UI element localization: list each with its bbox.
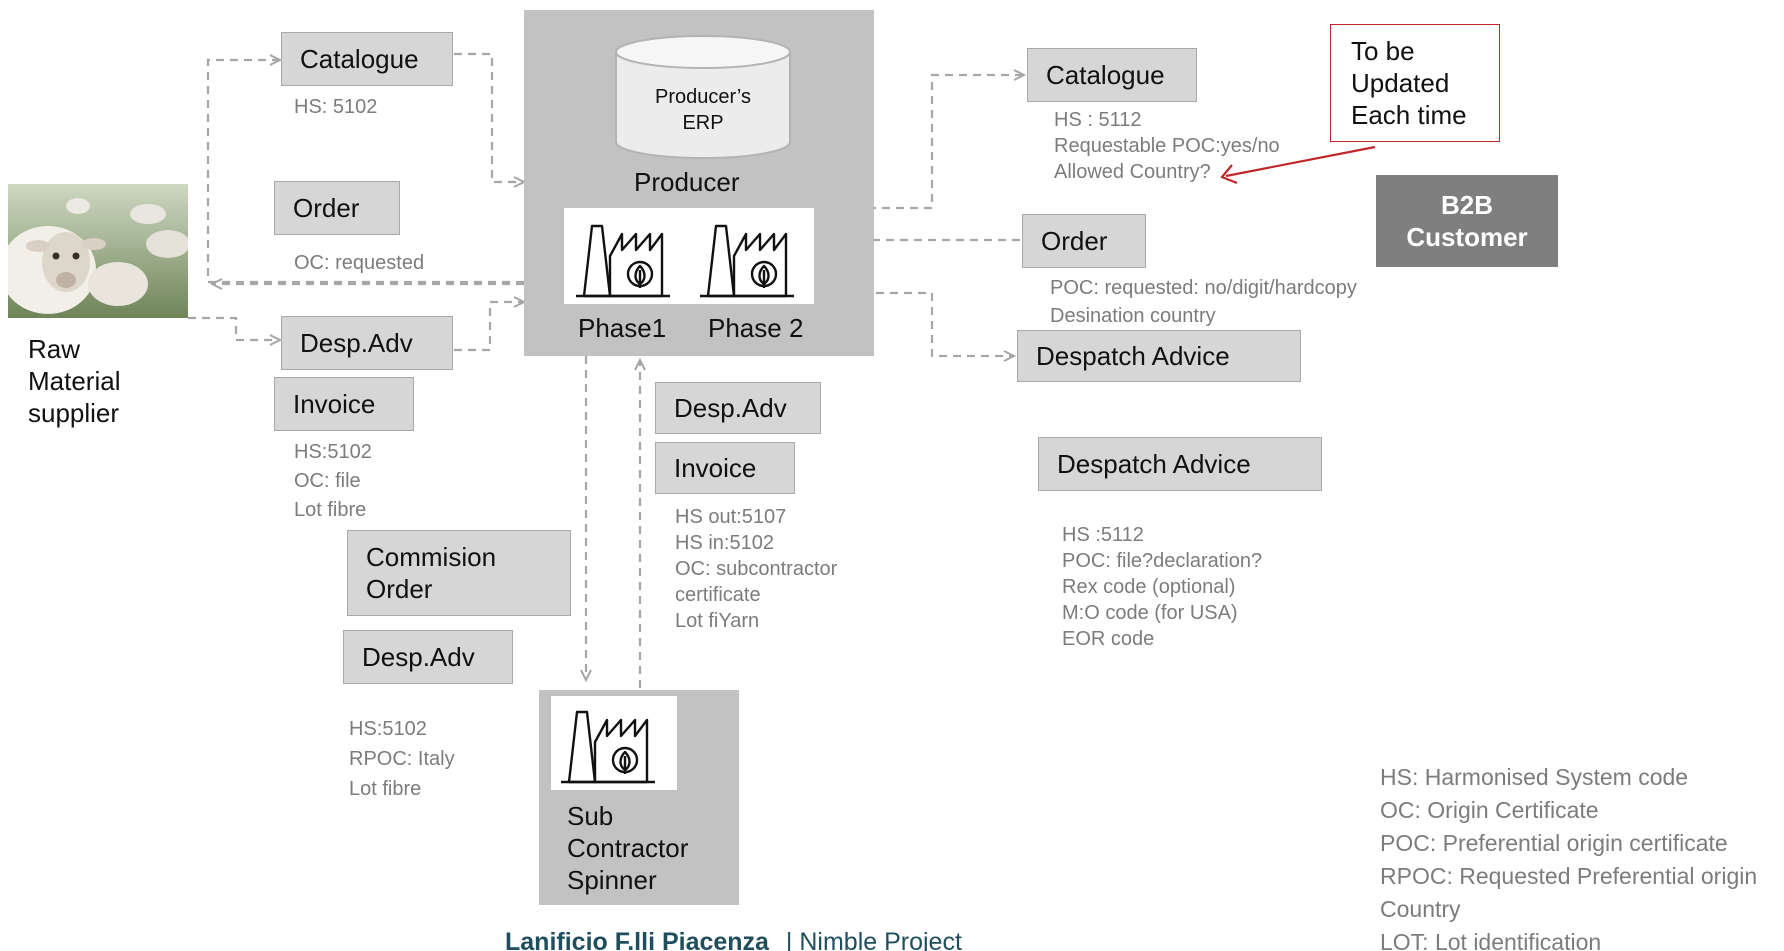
footer-project: | Nimble Project — [785, 928, 962, 951]
update-callout: To be Updated Each time — [1330, 24, 1500, 142]
middle-desp-adv-box[interactable]: Desp.Adv — [655, 382, 821, 434]
right-order-note: POC: requested: no/digit/hardcopy Desina… — [1050, 277, 1357, 327]
left-order-label: Order — [293, 192, 360, 223]
factory-leaf-icon — [561, 710, 655, 784]
phase2-label: Phase 2 — [708, 313, 804, 343]
factory-leaf-icon — [576, 224, 670, 298]
left-invoice-label: Invoice — [293, 388, 376, 419]
right-despatch-advice-2-note: HS :5112 POC: file?declaration? Rex code… — [1062, 524, 1263, 650]
right-despatch-advice-2-box[interactable]: Despatch Advice — [1038, 437, 1322, 491]
middle-invoice-label: Invoice — [674, 452, 757, 483]
left-invoice-note: HS:5102 OC: file Lot fibre — [294, 441, 372, 521]
right-despatch-advice-1-box[interactable]: Despatch Advice — [1017, 330, 1301, 382]
right-order-box[interactable]: Order — [1022, 214, 1146, 268]
left-catalogue-label: Catalogue — [300, 43, 419, 74]
left-order-note: OC: requested — [294, 252, 425, 274]
right-despatch-advice-1-label: Despatch Advice — [1036, 340, 1230, 371]
left-desp-adv-box[interactable]: Desp.Adv — [281, 316, 453, 370]
producer-title: Producer — [634, 167, 740, 197]
commission-desp-adv-box[interactable]: Desp.Adv — [343, 630, 513, 684]
left-catalogue-note: HS: 5102 — [294, 96, 378, 118]
right-catalogue-label: Catalogue — [1046, 59, 1165, 90]
left-order-box[interactable]: Order — [274, 181, 400, 235]
right-catalogue-box[interactable]: Catalogue — [1027, 48, 1197, 102]
footer: Lanificio F.lli Piacenza | Nimble Projec… — [505, 928, 962, 951]
commission-desp-adv-note: HS:5102 RPOC: Italy Lot fibre — [349, 718, 455, 800]
phase1-label: Phase1 — [578, 313, 667, 343]
b2b-customer-block: B2B Customer — [1376, 175, 1558, 267]
commission-order-box[interactable]: Commision Order — [347, 530, 571, 616]
middle-invoice-note: HS out:5107 HS in:5102 OC: subcontractor… — [675, 506, 838, 632]
sheep-photo — [8, 184, 188, 318]
middle-desp-adv-label: Desp.Adv — [674, 392, 787, 423]
erp-label: Producer’s ERP — [655, 86, 751, 134]
factory-leaf-icon — [700, 224, 794, 298]
left-invoice-box[interactable]: Invoice — [274, 377, 414, 431]
subcontractor-factory-panel — [551, 696, 677, 790]
commission-desp-adv-label: Desp.Adv — [362, 641, 475, 672]
footer-company: Lanificio F.lli Piacenza — [505, 928, 769, 951]
raw-material-supplier-label: Raw Material supplier — [28, 334, 121, 428]
commission-order-label-line1: Commision — [366, 542, 497, 572]
right-catalogue-note: HS : 5112 Requestable POC:yes/no Allowed… — [1054, 109, 1280, 183]
left-desp-adv-label: Desp.Adv — [300, 327, 413, 358]
left-catalogue-box[interactable]: Catalogue — [281, 32, 453, 86]
commission-order-label-line2: Order — [366, 574, 433, 604]
middle-invoice-box[interactable]: Invoice — [655, 442, 795, 494]
right-despatch-advice-2-label: Despatch Advice — [1057, 448, 1251, 479]
right-order-label: Order — [1041, 225, 1108, 256]
subcontractor-label: Sub Contractor Spinner — [567, 801, 689, 895]
producer-factories-panel — [564, 208, 814, 304]
database-cylinder-icon — [614, 34, 792, 160]
legend: HS: Harmonised System code OC: Origin Ce… — [1380, 764, 1758, 951]
